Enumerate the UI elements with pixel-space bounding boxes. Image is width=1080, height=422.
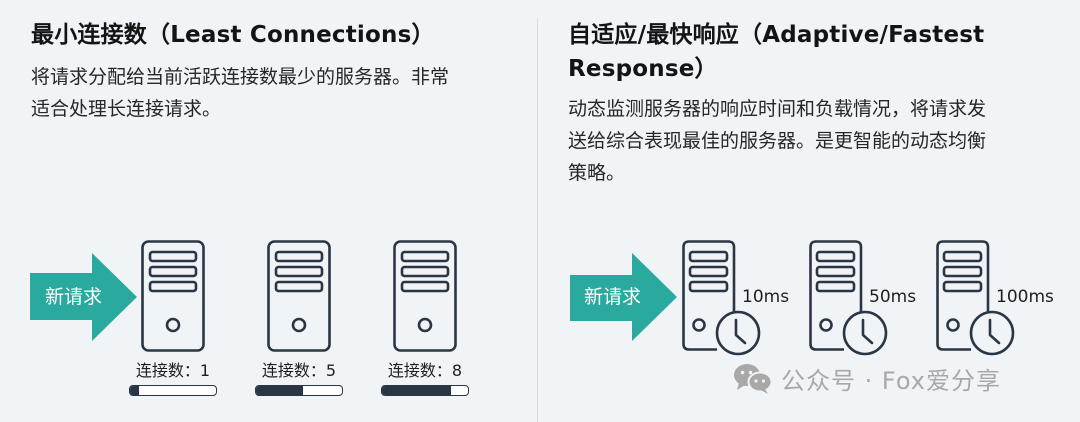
server-1-connections-label: 连接数：1 [135, 361, 211, 380]
description-line: 策略。 [568, 162, 626, 184]
server-2-connections-label: 连接数：5 [261, 361, 337, 380]
load-bar-fill [130, 386, 139, 395]
server-2-load-bar [255, 385, 343, 396]
load-bar-fill [382, 386, 451, 395]
new-request-arrow-icon [570, 253, 677, 341]
server-3-load-bar [381, 385, 469, 396]
load-bar-fill [256, 386, 304, 395]
clock-icon [715, 310, 761, 356]
description-line: 送给综合表现最佳的服务器。是更智能的动态均衡 [568, 130, 987, 152]
least-connections-description: 将请求分配给当前活跃连接数最少的服务器。非常 适合处理长连接请求。 [31, 61, 449, 125]
adaptive-response-title: 自适应/最快响应（Adaptive/Fastest Response） [568, 18, 984, 86]
description-line: 动态监测服务器的响应时间和负载情况，将请求发 [568, 98, 987, 120]
server-icon [267, 240, 331, 352]
server-3-latency: 100ms [996, 287, 1054, 307]
clock-icon [842, 310, 888, 356]
description-line: 适合处理长连接请求。 [31, 98, 222, 120]
new-request-label: 新请求 [584, 286, 642, 308]
adaptive-response-description: 动态监测服务器的响应时间和负载情况，将请求发 送给综合表现最佳的服务器。是更智能… [568, 93, 986, 189]
watermark: 公众号 · Fox爱分享 [733, 361, 1001, 396]
title-line: 自适应/最快响应（Adaptive/Fastest [568, 22, 985, 48]
description-line: 将请求分配给当前活跃连接数最少的服务器。非常 [31, 66, 450, 88]
server-icon [141, 240, 205, 352]
server-with-clock-icon [682, 240, 761, 356]
server-1-load-bar [129, 385, 217, 396]
server-with-clock-icon [936, 240, 1015, 356]
panel-divider [537, 18, 538, 422]
new-request-label: 新请求 [45, 286, 103, 308]
server-icon [393, 240, 457, 352]
server-2-latency: 50ms [869, 287, 917, 307]
server-with-clock-icon [809, 240, 888, 356]
least-connections-title: 最小连接数（Least Connections） [31, 22, 435, 48]
server-3-connections-label: 连接数：8 [387, 361, 463, 380]
watermark-text: 公众号 · Fox爱分享 [781, 367, 1001, 395]
server-1-latency: 10ms [742, 287, 790, 307]
new-request-arrow-icon [30, 253, 137, 341]
adaptive-response-panel: 自适应/最快响应（Adaptive/Fastest Response） 动态监测… [538, 0, 1080, 422]
least-connections-panel: 最小连接数（Least Connections） 将请求分配给当前活跃连接数最少… [0, 0, 537, 422]
wechat-icon [734, 363, 773, 394]
title-line: Response） [568, 56, 718, 82]
clock-icon [969, 310, 1015, 356]
